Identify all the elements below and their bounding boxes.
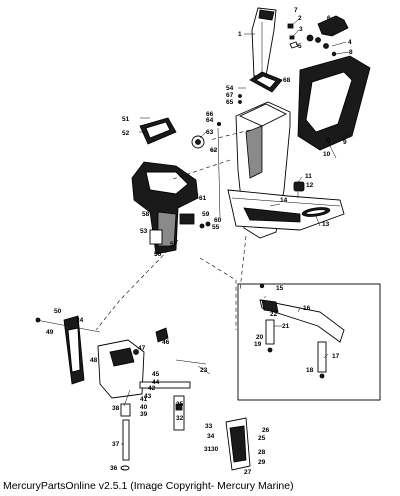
callout-44: 44: [152, 379, 160, 386]
callout-25: 25: [258, 435, 266, 442]
callout-27: 27: [244, 469, 252, 476]
mount-pad-52: [139, 117, 177, 145]
callout-29: 29: [258, 459, 266, 466]
callout-55: 55: [212, 224, 220, 231]
callout-38: 38: [112, 405, 120, 412]
callout-66: 66: [206, 111, 214, 118]
callout-37: 37: [112, 441, 120, 448]
callout-64: 64: [206, 117, 214, 124]
transom-bracket-left: [63, 315, 85, 385]
callout-11: 11: [305, 173, 312, 180]
callout-labels: 1 2 3 4 5 6 7 8 9 10 11 12 13 14 15 16 1…: [46, 7, 353, 476]
bolt-23: [175, 359, 207, 365]
callout-59: 59: [202, 211, 210, 218]
footer-copyright: MercuryPartsOnline v2.5.1 (Image Copyrig…: [3, 480, 294, 492]
bushing-63: [191, 135, 205, 149]
callout-4: 4: [348, 39, 352, 46]
callout-7: 7: [294, 7, 298, 14]
callout-47: 47: [138, 345, 146, 352]
callout-2: 2: [298, 15, 302, 22]
transom-bracket-right: [225, 417, 251, 471]
callout-3: 3: [299, 26, 303, 33]
callout-42: 42: [148, 385, 156, 392]
callout-31: 31: [204, 446, 212, 453]
steering-link-rod: [259, 283, 345, 379]
callout-60: 60: [214, 217, 222, 224]
callout-35: 35: [176, 401, 184, 408]
callout-22: 22: [270, 311, 278, 318]
callout-43: 43: [144, 393, 152, 400]
callout-48: 48: [90, 357, 98, 364]
tilt-lock-assembly: [139, 381, 191, 431]
small-screws-54-67-65: [238, 87, 246, 104]
callout-53: 53: [140, 228, 148, 235]
callout-39: 39: [140, 411, 148, 418]
callout-40: 40: [140, 404, 148, 411]
callout-28: 28: [258, 449, 266, 456]
gasket-68: [249, 71, 283, 93]
rubber-mount-57-59: [149, 213, 195, 245]
callout-1: 1: [238, 31, 242, 38]
callout-41: 41: [140, 396, 148, 403]
callout-34: 34: [207, 433, 215, 440]
callout-15: 15: [276, 285, 284, 292]
bushing-46: [155, 327, 169, 343]
long-stud-62: [216, 122, 221, 219]
callout-18: 18: [306, 367, 314, 374]
callout-58: 58: [142, 211, 150, 218]
callout-8: 8: [349, 49, 353, 56]
callout-16: 16: [303, 305, 311, 312]
callout-52: 52: [122, 130, 130, 137]
callout-20: 20: [256, 334, 264, 341]
callout-21: 21: [282, 323, 290, 330]
callout-51: 51: [122, 116, 130, 123]
tilt-tube-37: [120, 403, 131, 471]
bellows-boot: [306, 15, 349, 49]
cowl-cover: [297, 55, 371, 151]
callout-19: 19: [254, 341, 262, 348]
callout-45: 45: [152, 371, 160, 378]
callout-12: 12: [306, 182, 314, 189]
callout-57: 57: [170, 241, 178, 248]
shift-rod-housing: [251, 7, 277, 77]
callout-26: 26: [262, 427, 270, 434]
drive-shaft-housing: [227, 101, 345, 239]
washer-nut-58-55: [199, 221, 211, 229]
callout-63: 63: [206, 129, 214, 136]
callout-17: 17: [332, 353, 340, 360]
detail-inset-box: [237, 283, 381, 401]
callout-32: 32: [176, 415, 184, 422]
swivel-bracket: [131, 161, 199, 255]
callout-24: 24: [76, 317, 84, 324]
callout-14: 14: [280, 197, 288, 204]
callout-6: 6: [327, 15, 331, 22]
callout-46: 46: [162, 339, 170, 346]
leader-lines: [121, 19, 351, 470]
swivel-mount-bracket: [97, 339, 145, 399]
callout-67: 67: [226, 92, 234, 99]
exploded-parts-diagram: 1 2 3 4 5 6 7 8 9 10 11 12 13 14 15 16 1…: [35, 7, 381, 476]
callout-62: 62: [210, 147, 218, 154]
callout-54: 54: [226, 85, 234, 92]
water-tube-seal-13: [301, 207, 331, 217]
callout-50: 50: [54, 308, 62, 315]
callout-36: 36: [110, 465, 118, 472]
callout-5: 5: [298, 43, 302, 50]
callout-56: 56: [154, 251, 162, 258]
callout-23: 23: [200, 367, 208, 374]
callout-65: 65: [226, 99, 234, 106]
grommet-12: [293, 181, 305, 192]
assembly-line: [95, 129, 251, 331]
callout-49: 49: [46, 329, 54, 336]
callout-9: 9: [343, 139, 347, 146]
callout-30: 30: [211, 446, 219, 453]
callout-10: 10: [323, 151, 331, 158]
callout-61: 61: [199, 195, 207, 202]
callout-13: 13: [322, 221, 330, 228]
callout-68: 68: [283, 77, 291, 84]
callout-33: 33: [205, 423, 213, 430]
